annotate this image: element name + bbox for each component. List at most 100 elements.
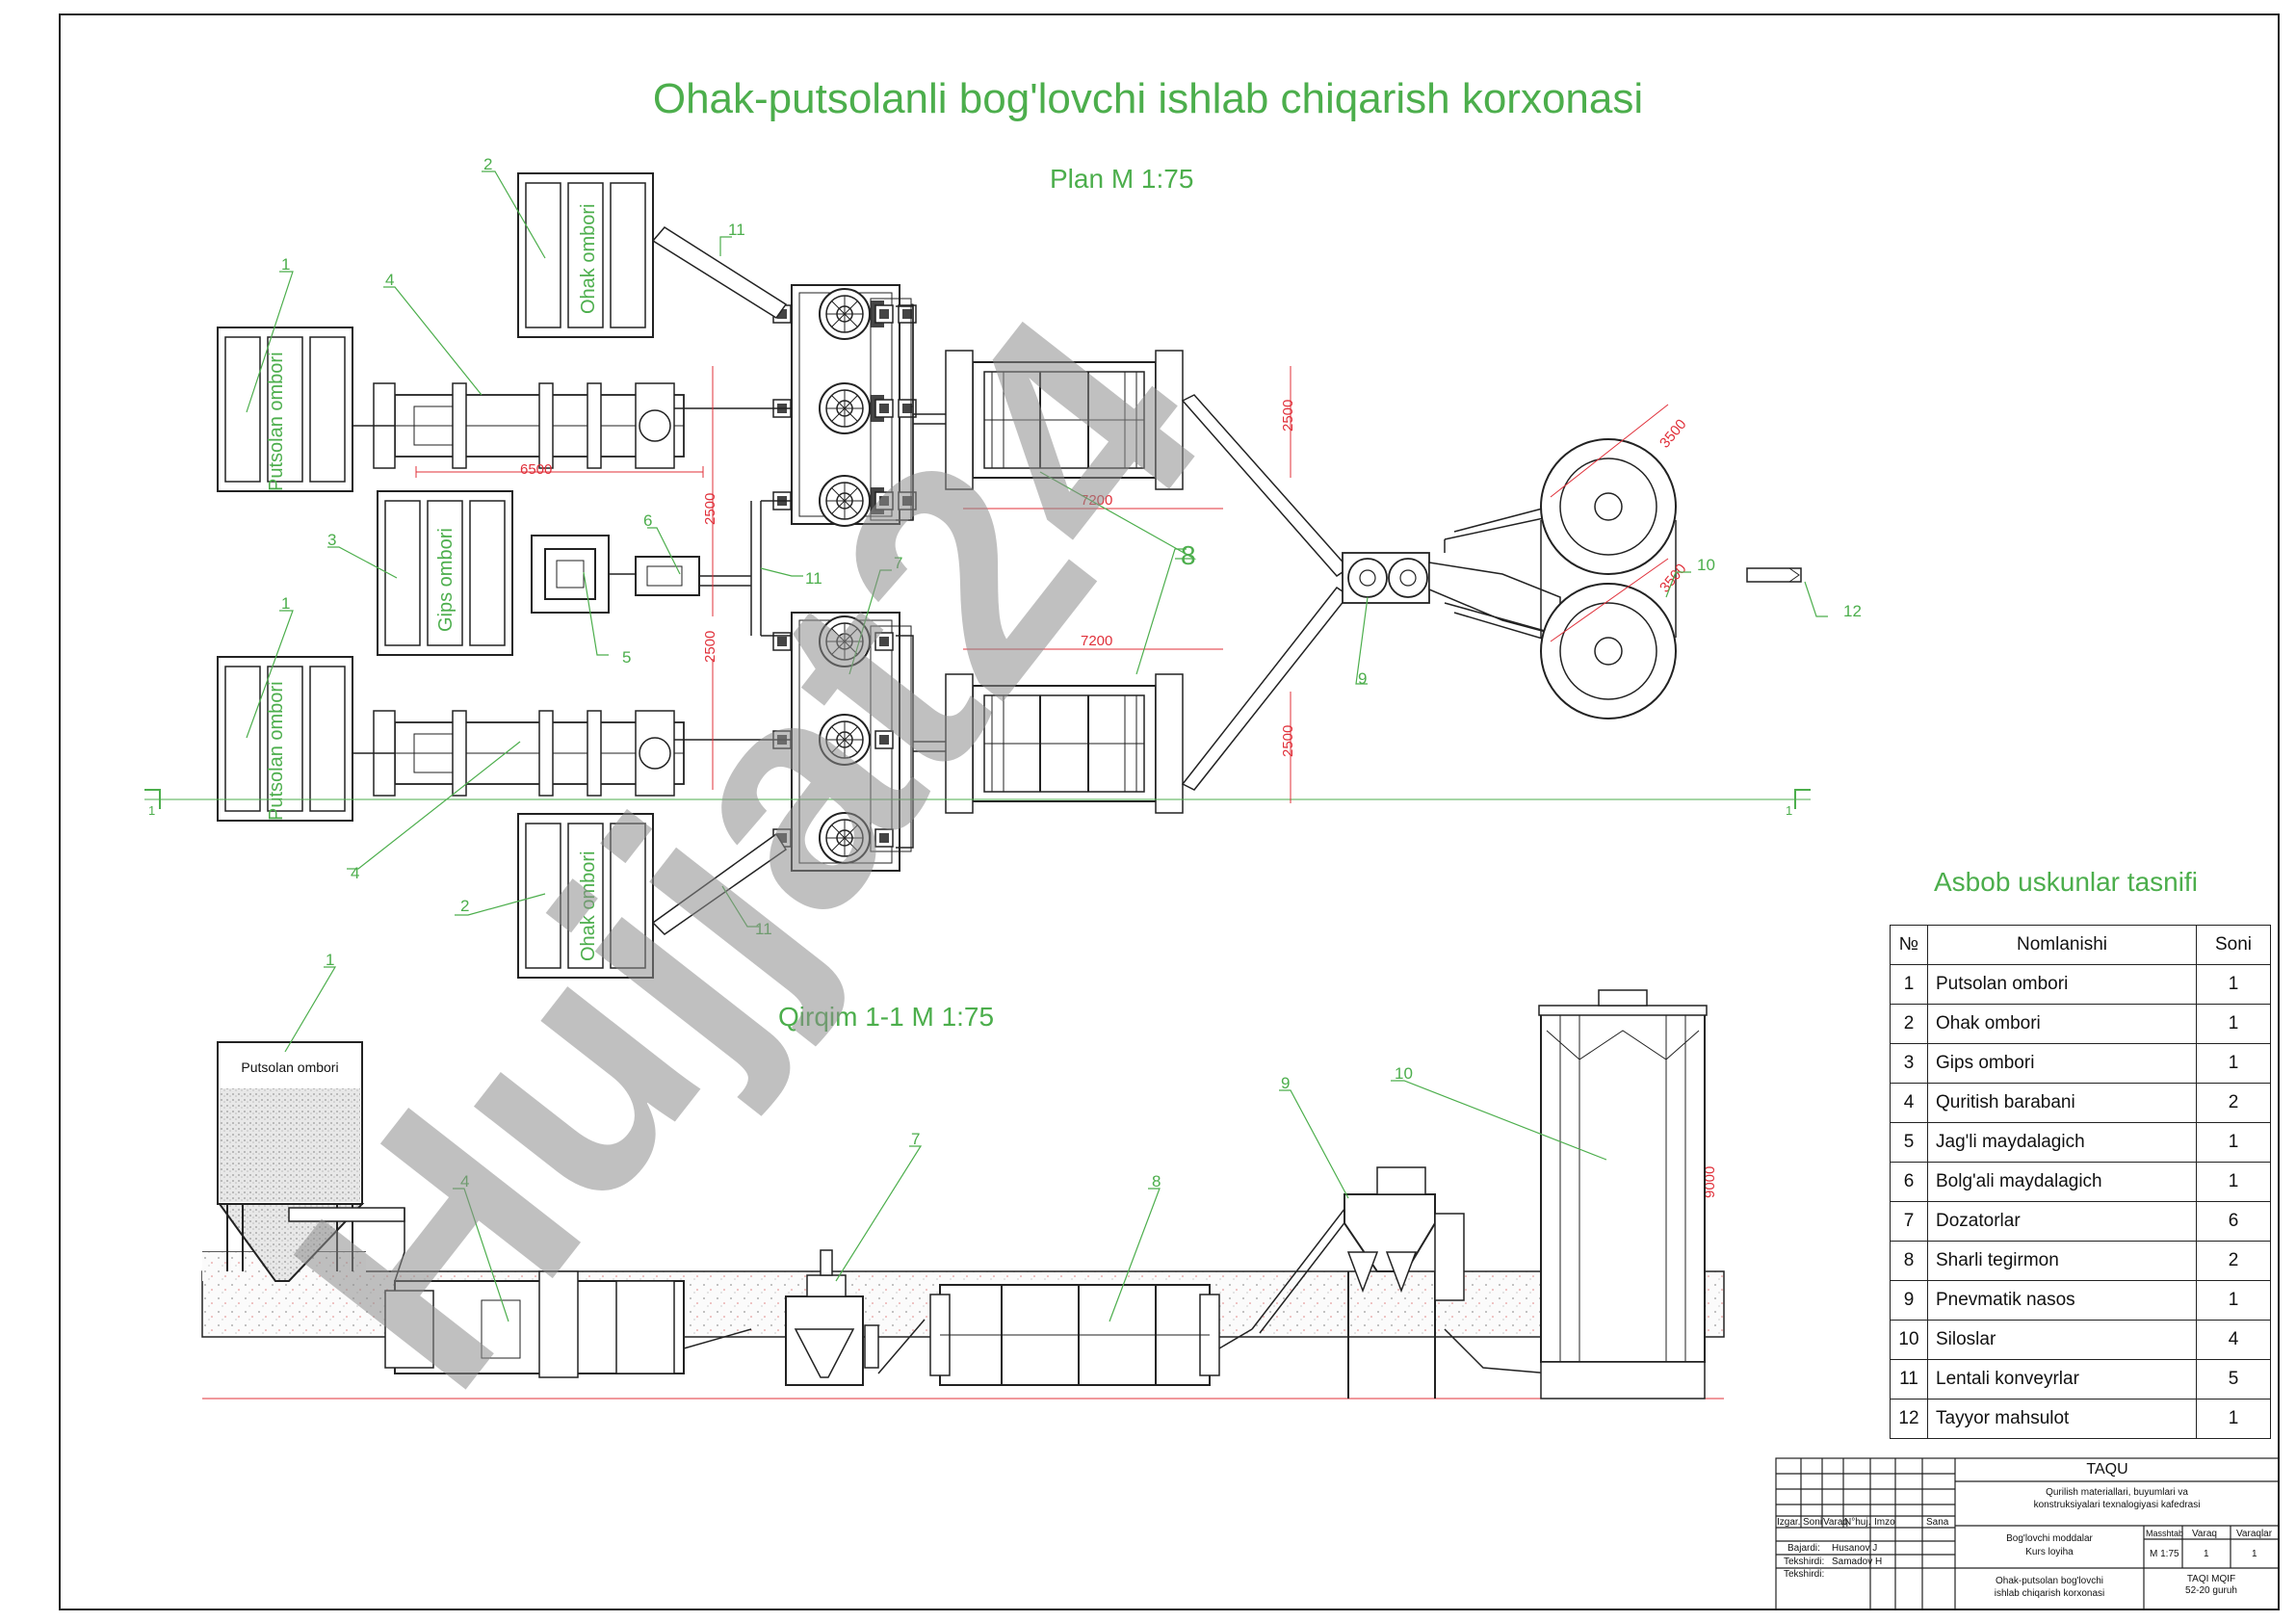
spec-row-qty: 1 — [2196, 1399, 2271, 1439]
spec-row-num: 9 — [1890, 1280, 1928, 1321]
spec-row-name: Putsolan ombori — [1927, 964, 2197, 1005]
tb-col-sana: Sana — [1926, 1517, 1949, 1528]
callout-2a: 2 — [483, 155, 492, 173]
spec-header-row: № Nomlanishi Soni — [1890, 925, 2271, 965]
tb-group-org: TAQI MQIF — [2187, 1574, 2235, 1584]
spec-row-name: Jag'li maydalagich — [1927, 1122, 2197, 1163]
spec-row-qty: 1 — [2196, 964, 2271, 1005]
spec-row-qty: 4 — [2196, 1320, 2271, 1360]
spec-row-name: Tayyor mahsulot — [1927, 1399, 2197, 1439]
plan-label-wrap-4: Ohak ombori — [578, 851, 616, 962]
tb-bajardi: Husanov J — [1832, 1543, 1877, 1554]
tb-tekshirdi-label: Tekshirdi: — [1784, 1557, 1824, 1567]
section-callout-10: 10 — [1395, 1064, 1413, 1083]
spec-row-name: Dozatorlar — [1927, 1201, 2197, 1242]
label-gips: Gips ombori — [435, 528, 457, 632]
spec-row-num: 7 — [1890, 1201, 1928, 1242]
section-callout-1: 1 — [326, 951, 334, 969]
section-callout-7: 7 — [911, 1130, 920, 1148]
dim-7200-a: 7200 — [1081, 492, 1112, 509]
tb-col-imzo: Imzo — [1874, 1517, 1895, 1528]
spec-row-qty: 1 — [2196, 1162, 2271, 1202]
spec-title: Asbob uskunlar tasnifi — [1934, 867, 2198, 897]
section-mill — [929, 1284, 1220, 1386]
label-section-putsolan: Putsolan ombori — [241, 1060, 339, 1075]
tb-masshtab: M 1:75 — [2150, 1549, 2179, 1559]
tb-col-izm: Izgar. — [1777, 1517, 1800, 1528]
section-view: 1 4 7 8 9 10 — [201, 951, 1725, 1400]
pneumatic-pump — [1342, 552, 1430, 604]
plan-label-wrap: Putsolan ombori — [266, 352, 324, 491]
section-dryer — [384, 1270, 685, 1378]
tb-masshtab-label: Masshtab — [2146, 1529, 2183, 1538]
section-mark-right: 1 — [1786, 803, 1792, 818]
dozator-block-2 — [772, 612, 900, 872]
tb-varaqlar: 1 — [2252, 1549, 2257, 1559]
section-title: Qirqim 1-1 M 1:75 — [778, 1002, 995, 1032]
title-block-text: Izgar. Soni Varaq N°huj. Imzo Sana Bajar… — [1777, 1461, 2273, 1596]
callout-8: 8 — [1181, 540, 1196, 570]
plan-label-wrap-2: Putsolan ombori — [266, 681, 324, 821]
spec-row-num: 10 — [1890, 1320, 1928, 1360]
spec-row-name: Gips ombori — [1927, 1043, 2197, 1084]
plan-view: 1 1 6500 2500 2500 7200 7200 2500 2500 3… — [144, 155, 1862, 1324]
callout-10: 10 — [1697, 556, 1715, 574]
callout-1a: 1 — [281, 255, 290, 274]
sheet-frame — [59, 13, 2280, 1610]
spec-row-num: 12 — [1890, 1399, 1928, 1439]
dim-3500-a: 3500 — [1657, 416, 1689, 451]
plan-title: Plan M 1:75 — [1050, 164, 1194, 194]
section-callout-9: 9 — [1281, 1074, 1290, 1092]
tb-group: 52-20 guruh — [2185, 1585, 2237, 1596]
label-ohak-2: Ohak ombori — [578, 850, 599, 962]
spec-row-num: 3 — [1890, 1043, 1928, 1084]
spec-row-qty: 5 — [2196, 1359, 2271, 1400]
plan-label-wrap-3: Ohak ombori — [578, 204, 616, 315]
finished-product — [1746, 567, 1802, 583]
dozator-block-1 — [772, 284, 917, 527]
drawing-title: Ohak-putsolanli bog'lovchi ishlab chiqar… — [652, 75, 1644, 122]
silo-1 — [1540, 438, 1677, 575]
tb-subject: Bog'lovchi moddalar — [2006, 1533, 2093, 1544]
plan-label-wrap-5: Gips ombori — [435, 528, 474, 632]
callout-11c: 11 — [755, 920, 772, 938]
spec-row-num: 1 — [1890, 964, 1928, 1005]
spec-row-name: Siloslar — [1927, 1320, 2197, 1360]
dim-7200-b: 7200 — [1081, 633, 1112, 649]
spec-row-qty: 2 — [2196, 1241, 2271, 1281]
callout-4b: 4 — [351, 864, 359, 882]
spec-row-num: 6 — [1890, 1162, 1928, 1202]
section-callout-4: 4 — [460, 1172, 469, 1190]
tb-varaqlar-label: Varaqlar — [2236, 1529, 2273, 1539]
dryer-1 — [373, 382, 685, 469]
section-putsolan-hopper — [217, 1041, 365, 1282]
spec-row-num: 8 — [1890, 1241, 1928, 1281]
dim-2500-b: 2500 — [702, 631, 718, 663]
title-block — [1775, 1457, 2280, 1610]
spec-row-num: 2 — [1890, 1004, 1928, 1044]
spec-header-num: № — [1890, 925, 1928, 965]
tb-col-nhuj: N°huj. — [1844, 1517, 1870, 1528]
spec-row-qty: 6 — [2196, 1201, 2271, 1242]
callout-11a: 11 — [805, 569, 822, 588]
dim-2500-a: 2500 — [702, 493, 718, 525]
callout-4a: 4 — [385, 271, 394, 289]
spec-row-name: Sharli tegirmon — [1927, 1241, 2197, 1281]
spec-row-num: 5 — [1890, 1122, 1928, 1163]
spec-header-qty: Soni — [2196, 925, 2271, 965]
spec-row-qty: 2 — [2196, 1083, 2271, 1123]
